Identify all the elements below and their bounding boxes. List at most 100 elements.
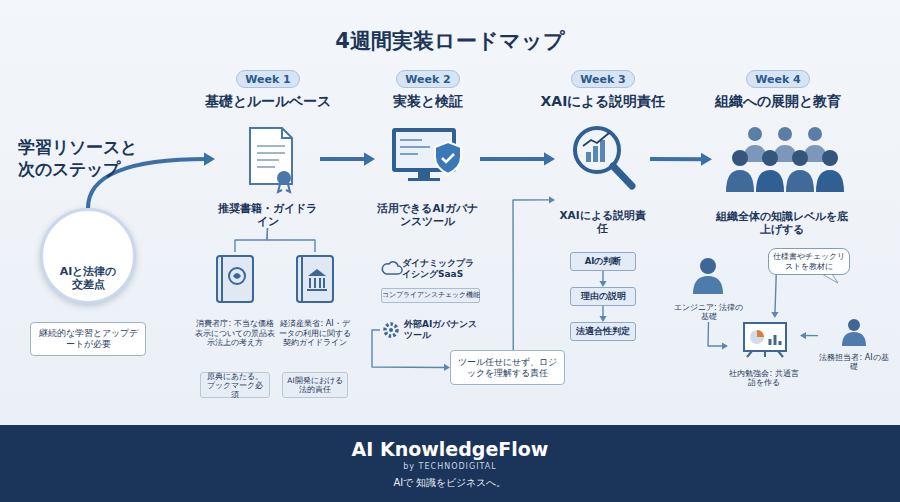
arrow-head [549,196,555,203]
icon-node: 推奨書籍・ガイドライン [215,122,320,228]
node-text: 社内勉強会: 共通言語を作る [728,369,800,388]
trend-line [583,133,609,146]
person-body [756,170,784,192]
book-logo [229,268,245,284]
section-label: XAIによる説明責任 [528,93,678,111]
node-text: Week 3 [580,73,625,86]
node-text: 消費者庁: 不当な価格表示についての景品表示法上の考え方 [195,319,275,348]
week-pill: Week 2 [396,70,460,88]
node-text: 法務担当者: AIの基礎 [818,353,890,372]
person-body [693,276,723,294]
node-text: Week 2 [405,73,450,86]
person-head [748,127,762,141]
gear-hub [389,328,393,332]
flow-box: 理由の説明 [570,287,636,306]
node-text: 原典にあたる。ブックマーク必須 [204,372,266,399]
building-roof [308,269,326,276]
role-node: エンジニア: 法律の基礎 [672,252,745,322]
node-text: ダイナミックプライシングSaaS [402,258,480,280]
flow-box: 法適合性判定 [570,322,636,341]
connector [599,306,606,322]
node-text: 理由の説明 [581,291,626,303]
topic-circle: AIと法律の交差点 [40,208,136,304]
building-columns [307,278,327,290]
connector [771,275,778,318]
feature-box: コンプライアンスチェック機能 [381,288,480,303]
node-text: 経済産業省: AI・データの利用に関する契約ガイドライン [278,319,352,348]
role-node: 法務担当者: AIの基礎 [818,316,890,372]
week-pill: Week 1 [236,70,300,88]
person-head [762,150,778,166]
board-legs [747,351,783,357]
node-text: 仕様書やチェックリストを教材に [773,252,845,271]
week-pill: Week 4 [746,70,810,88]
book-spine [221,256,223,302]
node-text: 推奨書籍・ガイドライン [215,202,320,228]
connector-line [267,228,315,252]
node-text: 外部AIガバナンスツール [404,319,480,341]
screen-lines [400,140,430,154]
connector [800,332,818,339]
monitor-stand [418,172,430,178]
footer-band: AI KnowledgeFlowby TECHNODIGITALAIで 知識をビ… [0,425,900,502]
note-box: 継続的な学習とアップデートが必要 [30,322,146,356]
node-text: コンプライアンスチェック機能 [382,291,480,300]
chart-bar [600,140,605,162]
pie-chart [750,330,764,344]
connector-line [235,228,268,252]
note-box: ツール任せにせず、ロジックを理解する責任 [450,350,565,385]
connector [650,153,712,166]
book-logo [233,273,241,279]
book-icon [297,256,333,302]
person-body [816,170,844,192]
tool-item: 外部AIガバナンスツール [380,312,480,348]
icon-node: 活用できるAIガバナンスツール [375,122,480,228]
person-body [786,170,814,192]
tag-box: 原典にあたる。ブックマーク必須 [200,372,270,398]
shield-icon [435,142,461,174]
seal-icon [277,171,291,185]
node-text: Week 1 [245,73,290,86]
connector [267,228,315,252]
connector [480,152,555,165]
person-head [808,127,822,141]
section-label: 基礎とルールベース [193,93,343,111]
connector-line [804,335,818,336]
node-text: ツール任せにせず、ロジックを理解する責任 [457,357,558,378]
node-text: 法適合性判定 [576,326,630,338]
node-text: 活用できるAIガバナンスツール [375,202,480,228]
node-text: by TECHNODIGITAL [403,462,496,471]
connector-line [513,200,551,350]
person-head [732,150,748,166]
arrow-head [701,153,712,166]
person-head [700,258,716,274]
connector-line [650,157,704,161]
connector [320,153,375,166]
connector [235,228,268,252]
flow-box: AIの判断 [570,252,636,271]
speech-bubble: 仕様書やチェックリストを教材に [768,248,850,275]
check-mark [442,154,454,162]
book-icon [217,256,253,302]
node-text: エンジニア: 法律の基礎 [672,303,745,322]
bubble-tail [822,274,838,283]
board-bars [770,335,780,345]
chart-bar [586,152,591,162]
connector [513,196,555,350]
book-spine [301,256,303,302]
icon-node: 組織全体の知識レベルを底上げする [712,118,852,236]
arrow-head [722,342,728,349]
node-text: Week 4 [755,73,800,86]
cloud-icon [382,262,402,274]
node-text: AI開発における法的責任 [286,376,344,394]
person-head [822,150,838,166]
icon-node: XAIによる説明責任 [555,118,650,235]
connector-line [320,157,367,161]
person-body [842,332,866,346]
magnifier-handle [613,166,632,186]
diagram-title: 4週間実装ロードマップ [0,27,900,55]
connector [708,322,728,350]
monitor-base [408,178,440,181]
node-text: 継続的な学習とアップデートが必要 [37,328,139,351]
